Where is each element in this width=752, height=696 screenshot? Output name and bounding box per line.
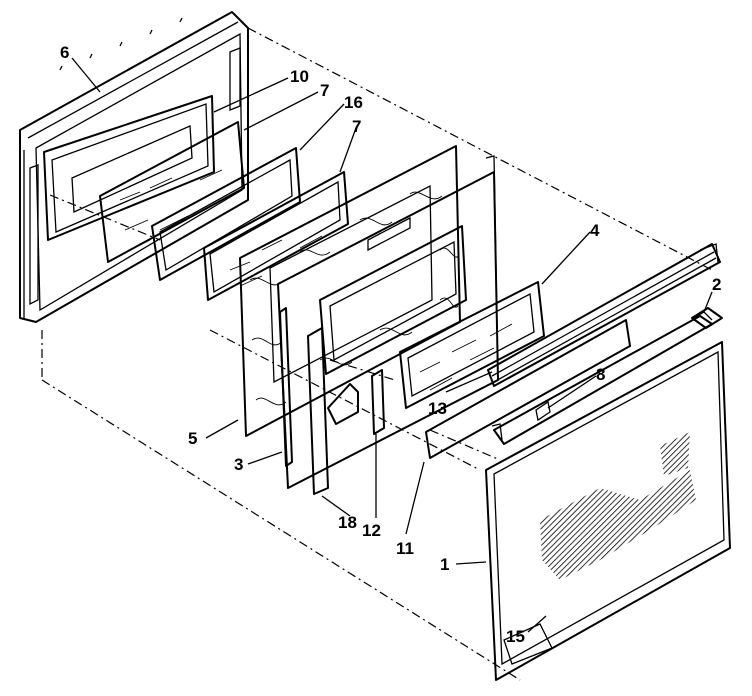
outer-door-glass (399, 281, 545, 409)
window-spacer-frame (151, 147, 301, 281)
callout-4: 4 (590, 221, 600, 240)
door-top-trim (487, 243, 721, 387)
callout-16: 16 (344, 93, 363, 112)
hinge-clip (371, 369, 385, 435)
callout-11: 11 (396, 539, 414, 558)
callout-8: 8 (596, 365, 605, 384)
callout-2: 2 (712, 275, 721, 294)
inner-door-frame (19, 11, 249, 323)
callout-7: 7 (320, 81, 329, 100)
assembly-guide-lines (41, 27, 713, 681)
callout-15: 15 (506, 627, 525, 646)
callout-5: 5 (188, 429, 197, 448)
door-glass-pane (99, 121, 245, 263)
callout-12: 12 (362, 521, 381, 540)
handle-end-cap (691, 307, 723, 329)
callout-labels: 6 10 7 16 7 4 2 8 13 5 3 18 12 11 1 15 (60, 43, 721, 646)
bracket (327, 383, 359, 425)
callout-6: 6 (60, 43, 69, 62)
callout-13: 13 (428, 399, 447, 418)
callout-7: 7 (352, 117, 361, 136)
callout-3: 3 (234, 455, 243, 474)
callout-10: 10 (290, 67, 309, 86)
outer-door-panel (485, 341, 731, 681)
side-trim-strip (307, 327, 329, 495)
door-glass-pane-2 (203, 171, 349, 301)
door-insulation (239, 145, 461, 437)
lower-glass-panel (425, 319, 631, 459)
callout-18: 18 (338, 513, 357, 532)
leader-lines (71, 57, 713, 633)
callout-1: 1 (440, 555, 449, 574)
